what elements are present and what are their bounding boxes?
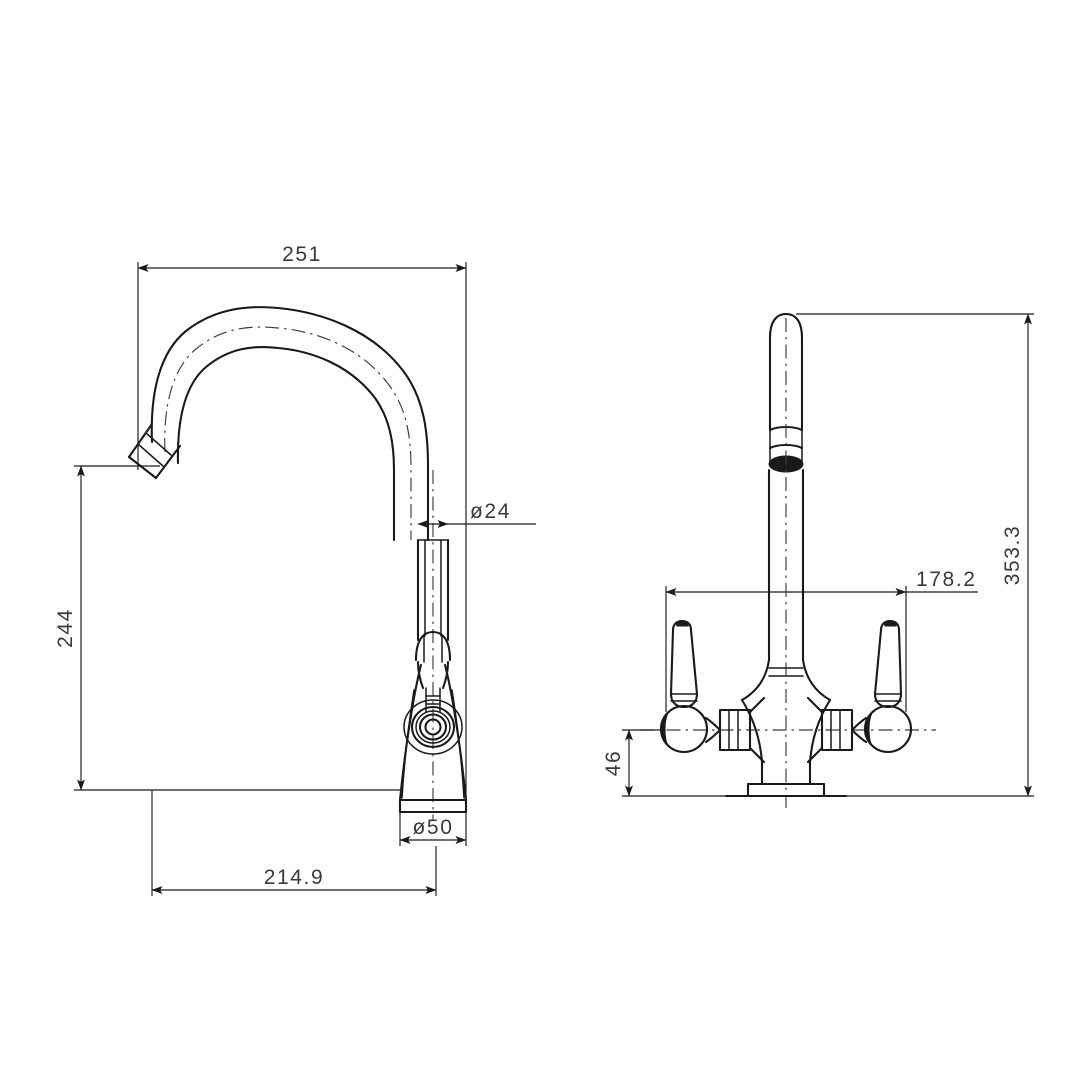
handle-hub-ring-4: [418, 713, 448, 741]
handle-hub-ring-2: [410, 705, 456, 749]
front-view-dimensions: 353.3 178.2 46: [602, 313, 1034, 797]
spout-outlet: [127, 422, 182, 480]
handle-right-fillet: [806, 696, 824, 714]
dim-label-2149: 214.9: [264, 866, 325, 889]
handle-hub-ring-outer: [403, 699, 463, 755]
body-waist-right: [808, 698, 832, 786]
handle-right-fillet-lower: [806, 746, 824, 764]
handle-left-collar: [718, 708, 752, 752]
body-waist-left: [740, 698, 764, 786]
outlet-band-1: [137, 443, 164, 467]
outlet-outer-edge: [127, 422, 154, 459]
handle-left[interactable]: [659, 619, 766, 764]
handle-right-ball: [863, 704, 913, 754]
handle-left-fillet-lower: [748, 746, 766, 764]
outlet-end-face: [127, 455, 158, 480]
spout-centerline-arc: [164, 326, 412, 540]
dim-label-251: 251: [282, 243, 322, 266]
side-view-dimensions: 251 244 ø24 ø50 214.9: [54, 243, 536, 896]
handle-left-tip: [675, 620, 690, 627]
handle-hub-ring-3: [415, 710, 451, 744]
dim-label-d50: ø50: [413, 816, 454, 839]
body-shoulder-left: [740, 658, 771, 702]
riser-top-cap: [768, 312, 804, 340]
handle-right-collar: [820, 708, 854, 752]
dim-label-244: 244: [54, 608, 77, 648]
stem-bell-cap: [414, 630, 452, 662]
outlet-inner-edge: [154, 444, 182, 480]
handle-right-tip: [883, 620, 898, 627]
dim-label-1782: 178.2: [916, 568, 977, 591]
dim-label-3533: 353.3: [1001, 525, 1024, 586]
handle-left-ball: [659, 704, 709, 754]
handle-left-fillet: [748, 696, 766, 714]
handle-left-ball-shade: [661, 712, 669, 747]
dim-label-d24: ø24: [470, 500, 511, 523]
front-view-geometry: [640, 312, 936, 808]
body-right-taper-inner: [451, 689, 465, 799]
body-left-taper-inner: [401, 689, 415, 799]
outlet-band-2: [145, 432, 172, 456]
handle-hub-ring-inner: [424, 718, 442, 736]
dim-label-46: 46: [602, 750, 625, 777]
spout-outer-arc: [150, 306, 430, 542]
spout-inner-arc: [176, 345, 396, 542]
body-shoulder-right: [801, 658, 832, 702]
side-view-geometry: [127, 306, 468, 820]
handle-right-ball-shade: [865, 712, 873, 747]
handle-right[interactable]: [806, 619, 913, 764]
